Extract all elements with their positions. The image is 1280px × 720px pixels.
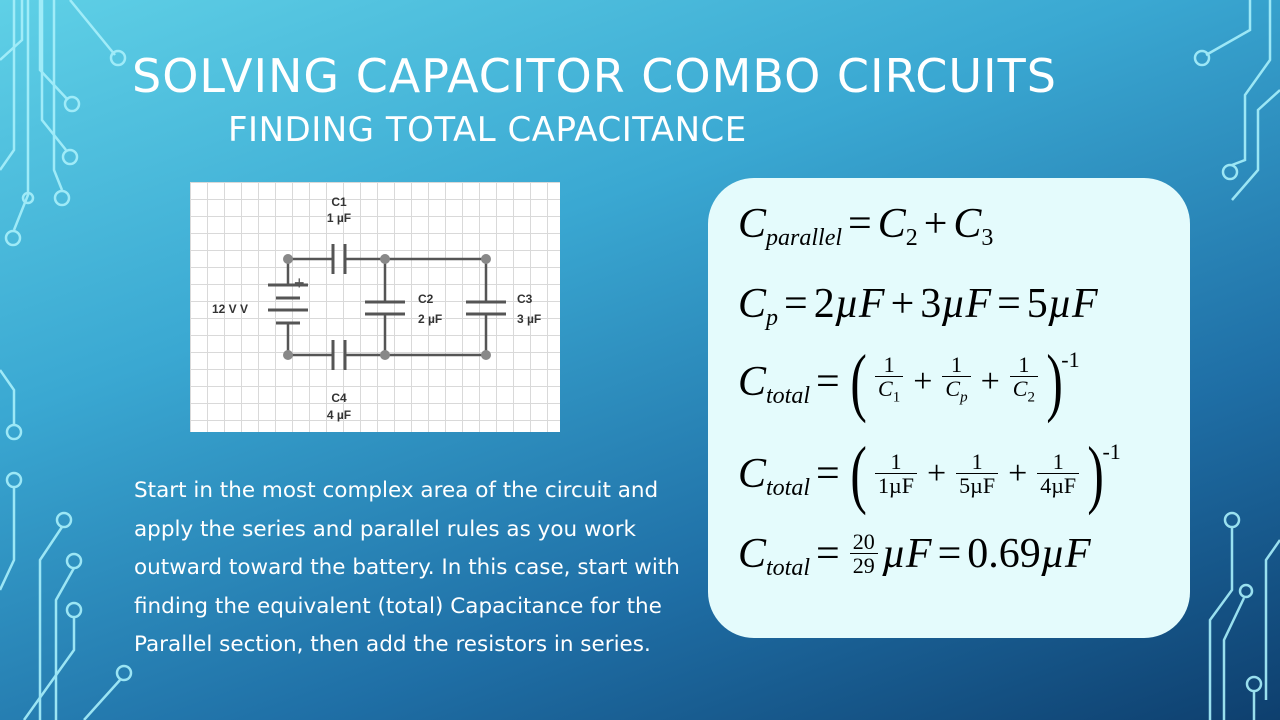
eq3-exponent: -1	[1061, 347, 1080, 372]
eq5-mu2: µ	[1040, 531, 1065, 577]
eq1-term2-sub: 3	[981, 224, 994, 251]
eq2-equals2: =	[997, 281, 1021, 327]
eq5-equals2: =	[937, 531, 962, 577]
eq2-f2: F	[965, 281, 992, 327]
eq3-plus2: +	[980, 363, 1000, 400]
eq2-mu1: µ	[834, 281, 859, 327]
eq2-a: 2	[813, 281, 835, 327]
c1-name: C1	[331, 195, 347, 209]
eq2-lhs-sub: p	[766, 304, 779, 331]
eq3-lhs-sub: total	[766, 382, 811, 409]
eq4-plus1: +	[926, 455, 947, 492]
eq5-equals: =	[816, 531, 840, 577]
eq5-f2: F	[1064, 531, 1091, 577]
eq4-equals: =	[816, 451, 840, 497]
eq5-lhs: C	[738, 531, 767, 577]
eq3-lhs: C	[738, 359, 767, 405]
c2-value: 2 µF	[418, 312, 442, 326]
eq5-value: 0.69	[967, 531, 1041, 577]
eq4-open-paren: (	[850, 432, 867, 516]
eq4-plus2: +	[1008, 455, 1028, 492]
eq4-frac2: 1 5µF	[956, 450, 999, 498]
eq3-plus1: +	[913, 363, 933, 400]
eq1-term2: C	[953, 201, 982, 247]
eq2-f3: F	[1072, 281, 1098, 327]
eq2-equals: =	[784, 281, 808, 327]
eq2-mu3: µ	[1047, 281, 1072, 327]
eq5-f1: F	[905, 531, 932, 577]
equation-total-result: C total = 20 29 µ F = 0.69 µ F	[738, 530, 1091, 581]
c3-name: C3	[517, 292, 533, 306]
eq4-lhs-sub: total	[766, 474, 811, 501]
explanation-text: Start in the most complex area of the ci…	[134, 478, 680, 657]
eq2-f1: F	[858, 281, 885, 327]
eq1-lhs: C	[738, 201, 767, 247]
equation-total-numeric: C total = ( 1 1µF + 1 5µF + 1 4µF ) -1	[738, 436, 1121, 512]
eq3-open-paren: (	[850, 340, 867, 424]
eq4-frac1: 1 1µF	[875, 450, 917, 498]
battery-plus: +	[294, 273, 305, 293]
equations-panel: C parallel = C 2 + C 3 C p = 2 µ F + 3 µ…	[708, 178, 1190, 638]
eq2-lhs: C	[738, 281, 767, 327]
eq1-term1-sub: 2	[905, 224, 918, 251]
eq3-frac1: 1 C1	[875, 354, 904, 409]
equation-parallel: C parallel = C 2 + C 3	[738, 200, 993, 251]
battery-label: 12 V V	[212, 302, 248, 316]
eq1-plus: +	[923, 201, 948, 247]
eq4-close-paren: )	[1087, 432, 1105, 516]
eq4-lhs: C	[738, 451, 767, 497]
eq2-plus: +	[890, 281, 915, 327]
eq5-mu1: µ	[881, 531, 906, 577]
eq3-frac2: 1 Cp	[942, 354, 971, 409]
eq1-lhs-sub: parallel	[766, 224, 843, 251]
eq3-equals: =	[816, 359, 840, 405]
circuit-diagram: C1 1 µF C4 4 µF C2 2 µF C3 3 µF 12 V V +	[190, 182, 560, 432]
eq4-frac3: 1 4µF	[1037, 450, 1080, 498]
eq2-mu2: µ	[941, 281, 966, 327]
eq1-equals: =	[848, 201, 872, 247]
c3-value: 3 µF	[517, 312, 541, 326]
c4-value: 4 µF	[327, 408, 351, 422]
eq3-close-paren: )	[1046, 340, 1063, 424]
eq2-c: 5	[1026, 281, 1048, 327]
c2-name: C2	[418, 292, 434, 306]
eq3-frac3: 1 C2	[1009, 354, 1038, 409]
eq4-exponent: -1	[1102, 439, 1121, 464]
eq1-term1: C	[877, 201, 906, 247]
slide-title: SOLVING CAPACITOR COMBO CIRCUITS	[132, 49, 1057, 103]
c1-value: 1 µF	[327, 211, 351, 225]
equation-cp: C p = 2 µ F + 3 µ F = 5 µ F	[738, 280, 1098, 331]
eq2-b: 3	[920, 281, 942, 327]
c4-name: C4	[331, 391, 347, 405]
slide-subtitle: FINDING TOTAL CAPACITANCE	[228, 110, 747, 150]
equation-total-symbolic: C total = ( 1 C1 + 1 Cp + 1 C2 ) -1	[738, 344, 1080, 420]
eq5-lhs-sub: total	[766, 554, 811, 581]
eq5-fraction: 20 29	[849, 530, 878, 578]
